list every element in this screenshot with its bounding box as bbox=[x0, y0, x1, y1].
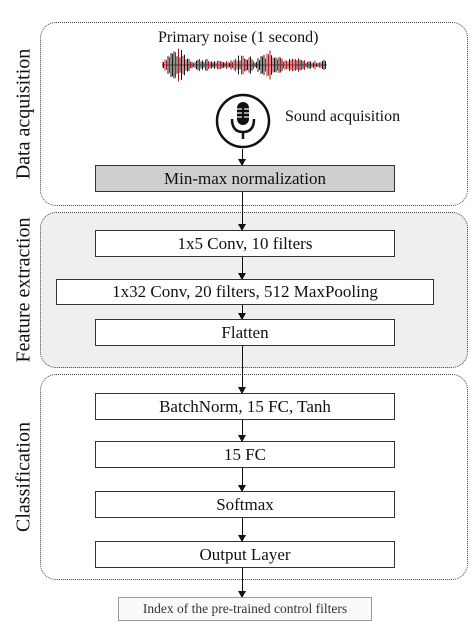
data-acquisition-section bbox=[40, 22, 468, 206]
section-label-classification: Classification bbox=[12, 422, 35, 532]
flatten-box: Flatten bbox=[95, 319, 395, 346]
conv2-box: 1x32 Conv, 20 filters, 512 MaxPooling bbox=[56, 279, 434, 305]
arrow-output-to-index bbox=[236, 568, 248, 598]
section-label-acquisition: Data acquisition bbox=[12, 48, 35, 180]
conv1-box: 1x5 Conv, 10 filters bbox=[95, 230, 395, 257]
arrow-softmax-to-output bbox=[236, 518, 248, 542]
arrow-conv1-to-conv2 bbox=[236, 257, 248, 280]
microphone-icon bbox=[215, 93, 271, 149]
arrow-normalization-to-conv1 bbox=[236, 192, 248, 231]
output-layer-box: Output Layer bbox=[95, 541, 395, 568]
section-label-feature: Feature extraction bbox=[12, 217, 35, 363]
sound-acquisition-label: Sound acquisition bbox=[285, 108, 401, 125]
min-max-normalization-box: Min-max normalization bbox=[95, 165, 395, 192]
fc1-box: BatchNorm, 15 FC, Tanh bbox=[95, 393, 395, 420]
arrow-fc1-to-fc2 bbox=[236, 420, 248, 442]
output-index-label: Index of the pre-trained control filters bbox=[118, 597, 372, 621]
arrow-flatten-to-fc1 bbox=[236, 346, 248, 394]
waveform-icon bbox=[162, 48, 327, 82]
primary-noise-label: Primary noise (1 second) bbox=[158, 29, 319, 46]
arrow-fc2-to-softmax bbox=[236, 468, 248, 492]
arrow-mic-to-normalization bbox=[236, 149, 248, 166]
arrow-conv2-to-flatten bbox=[236, 305, 248, 320]
softmax-box: Softmax bbox=[95, 491, 395, 518]
classification-section bbox=[40, 374, 468, 580]
fc2-box: 15 FC bbox=[95, 441, 395, 468]
